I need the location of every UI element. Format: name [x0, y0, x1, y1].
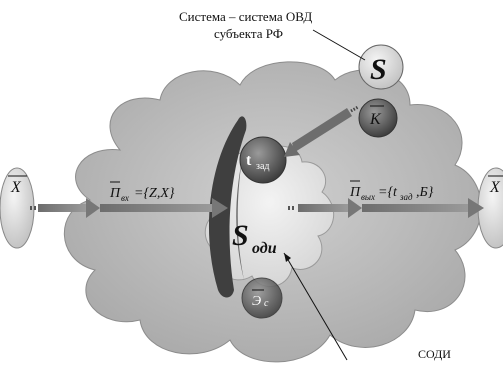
t-zad-label: t [246, 152, 252, 169]
e-s-sub: с [264, 298, 269, 309]
svg-text:П: П [109, 186, 121, 201]
p-in-label: П вх ={Z,X} [109, 181, 175, 203]
dark-lens-shading [236, 160, 244, 280]
e-s-label: Э [252, 294, 261, 309]
svg-text:вых: вых [361, 192, 375, 202]
p-out-label: П вых ={t зад ,Б} [349, 180, 434, 202]
k-label: K [369, 111, 382, 128]
s-system-ball [358, 44, 404, 90]
t-zad-sub: зад [256, 161, 269, 172]
title-leader-line [312, 29, 366, 61]
svg-text:={t: ={t [378, 185, 398, 200]
e-s-ball [241, 277, 283, 319]
input-x-label: X [10, 179, 22, 196]
sodi-leader-line [283, 252, 348, 361]
input-arrow [30, 198, 228, 218]
k-to-t-arrow [284, 105, 359, 157]
output-x-label: X [489, 179, 501, 196]
output-arrow [288, 198, 484, 218]
title-line-2: субъекта РФ [214, 26, 283, 41]
s-odi-label: S [232, 219, 249, 252]
title-line-1: Система – система ОВД [179, 9, 312, 24]
sodi-leader-arrowhead [284, 253, 291, 262]
svg-text:,Б}: ,Б} [416, 185, 434, 200]
s-system-label: S [370, 53, 387, 86]
dark-lens-boundary [208, 116, 247, 298]
t-zad-ball [239, 136, 287, 184]
k-ball [358, 98, 398, 138]
s-odi-sub: оди [252, 240, 277, 257]
sodi-label: СОДИ [418, 347, 451, 361]
svg-text:П: П [349, 185, 361, 200]
svg-text:={Z,X}: ={Z,X} [134, 186, 175, 201]
svg-text:зад: зад [399, 192, 413, 202]
svg-text:вх: вх [121, 193, 129, 203]
sodi-inner-cloud [204, 145, 335, 287]
